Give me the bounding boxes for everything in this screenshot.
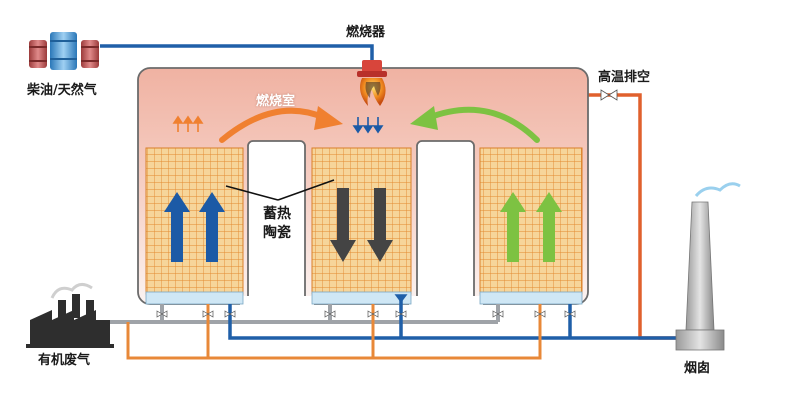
clean-gas-outlet-pipes bbox=[228, 294, 676, 340]
small-down-arrows bbox=[352, 117, 384, 134]
fuel-tank-icon bbox=[29, 32, 99, 70]
flow-down-arrows-middle bbox=[330, 188, 393, 262]
combustion-chamber-label: 燃烧室 bbox=[256, 94, 296, 109]
ceramic-bed-middle bbox=[311, 147, 412, 305]
factory-icon bbox=[26, 283, 114, 348]
flow-up-arrows-left bbox=[164, 192, 225, 262]
ceramic-bed-left bbox=[145, 147, 244, 305]
high-temp-exhaust-pipe bbox=[588, 93, 676, 340]
fuel-pipe bbox=[100, 44, 374, 60]
ceramic-label: 蓄热 陶瓷 bbox=[255, 205, 299, 243]
ceramic-label-line2: 陶瓷 bbox=[263, 225, 291, 241]
purge-pipes bbox=[126, 304, 542, 360]
chimney-label: 烟囱 bbox=[684, 361, 711, 376]
waste-gas-supply-pipes bbox=[104, 304, 500, 324]
high-temp-exhaust-label: 高温排空 bbox=[598, 70, 651, 85]
chimney-icon bbox=[675, 182, 741, 351]
valve-icon bbox=[600, 89, 618, 101]
valve-icon bbox=[156, 310, 576, 318]
ceramic-bed-right bbox=[479, 147, 583, 305]
organic-waste-gas-label: 有机废气 bbox=[38, 353, 91, 368]
burner-label: 燃烧器 bbox=[346, 25, 386, 40]
ceramic-leader-lines bbox=[225, 179, 335, 201]
burner-flame-icon bbox=[357, 60, 387, 106]
bed-gap-right bbox=[416, 140, 475, 312]
ceramic-label-line1: 蓄热 bbox=[263, 206, 291, 222]
curved-flow-arrow-orange bbox=[219, 106, 343, 143]
flow-up-arrows-right bbox=[500, 192, 562, 262]
small-up-arrows bbox=[172, 115, 204, 132]
fuel-label: 柴油/天然气 bbox=[27, 83, 97, 98]
curved-flow-arrow-green bbox=[410, 106, 540, 143]
